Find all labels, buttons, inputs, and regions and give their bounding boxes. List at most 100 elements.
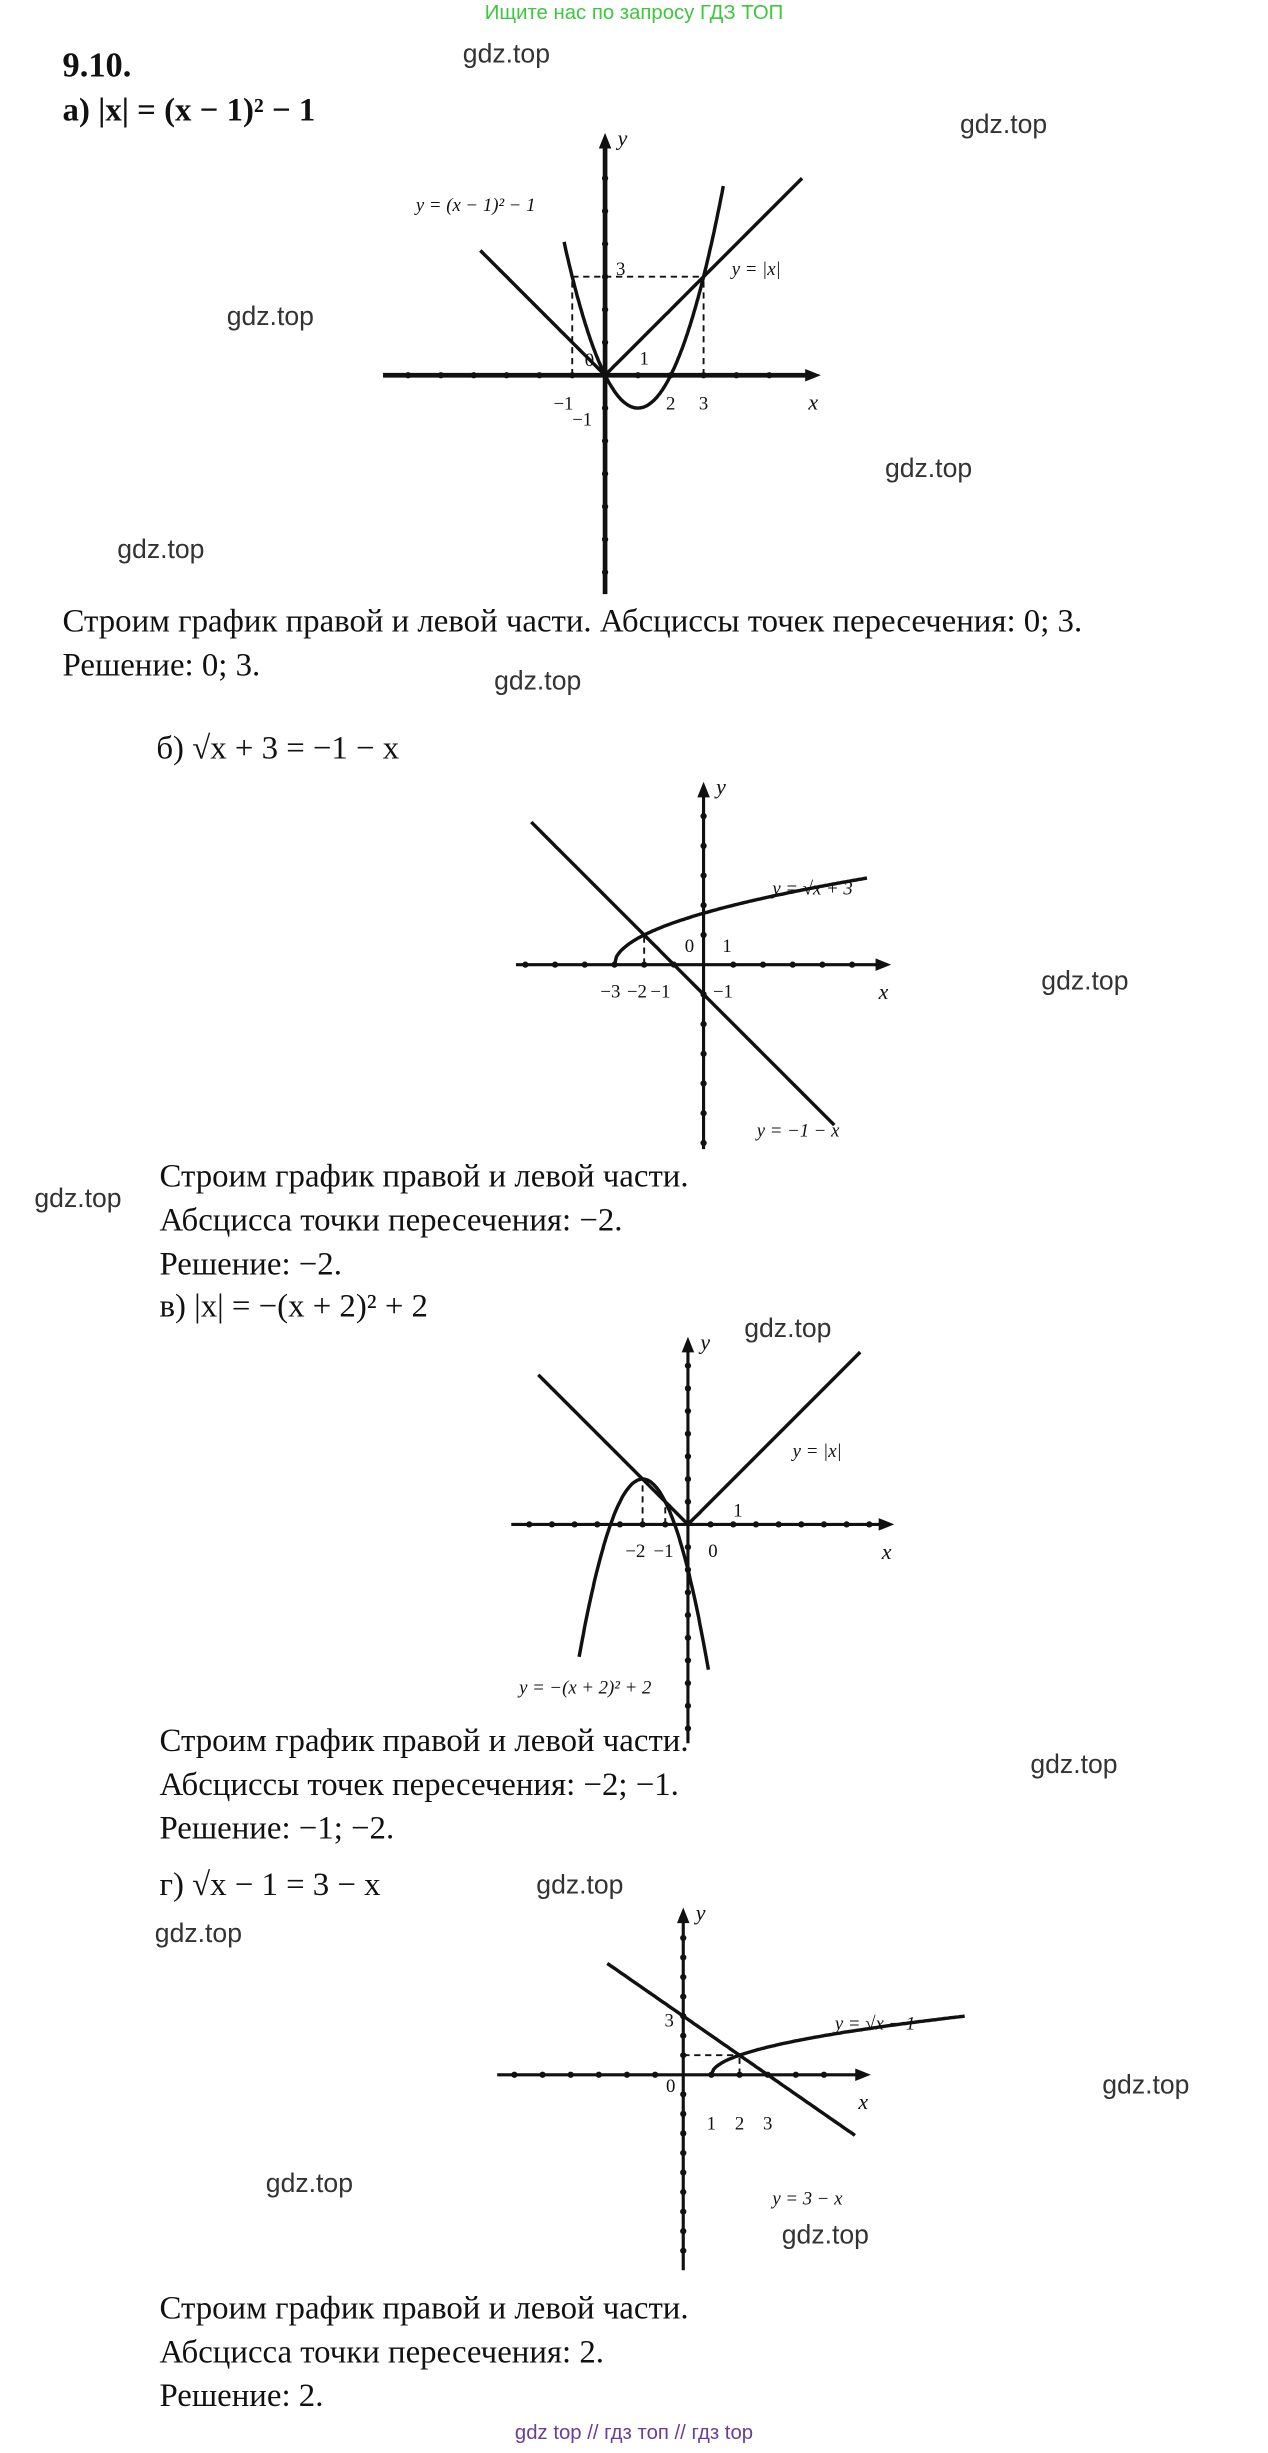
x-tick xyxy=(539,2071,546,2078)
curve-label: y = |x| xyxy=(791,1441,842,1462)
y-tick xyxy=(680,1954,687,1961)
footer-links[interactable]: gdz top // гдз топ // гдз top xyxy=(514,2420,754,2444)
y-tick xyxy=(601,306,609,313)
y-tick xyxy=(684,1407,692,1415)
watermark: gdz.top xyxy=(1041,966,1129,996)
watermark: gdz.top xyxy=(1030,1749,1118,1780)
tick-label: −3 xyxy=(600,982,620,1003)
y-tick xyxy=(601,437,609,445)
y-tick xyxy=(680,2227,687,2235)
watermark: gdz.top xyxy=(462,39,550,69)
tick-label: −1 xyxy=(572,409,592,430)
y-tick xyxy=(684,1702,692,1709)
x-tick xyxy=(789,961,796,968)
equation-d: г) √x − 1 = 3 − x xyxy=(159,1865,381,1903)
y-tick xyxy=(684,1679,692,1687)
curve-label: y = √x − 1 xyxy=(833,2013,915,2034)
y-tick xyxy=(684,1362,692,1369)
y-tick xyxy=(684,1430,692,1437)
x-tick xyxy=(616,1521,624,1528)
curve-1 xyxy=(709,2014,965,2076)
tick-label: −2 xyxy=(627,982,647,1003)
y-axis-label: y xyxy=(616,126,628,150)
y-tick xyxy=(684,1611,692,1619)
text-d-2: Абсцисса точки пересечения: 2. xyxy=(159,2332,604,2371)
y-tick xyxy=(680,2130,687,2137)
x-tick xyxy=(634,372,642,379)
x-tick xyxy=(843,1521,850,1528)
problem-number: 9.10. xyxy=(62,45,132,85)
x-tick xyxy=(775,1521,782,1528)
curve-1 xyxy=(612,876,868,966)
text-c-3: Решение: −1; −2. xyxy=(159,1808,395,1847)
y-tick xyxy=(700,1080,707,1087)
y-tick xyxy=(601,569,609,576)
tick-label: 1 xyxy=(733,1501,742,1522)
tick-label: −1 xyxy=(713,982,733,1003)
text-a-1: Строим график правой и левой части. Абсц… xyxy=(62,601,1083,640)
x-axis-arrow-icon xyxy=(805,368,821,382)
x-tick xyxy=(522,961,529,968)
y-tick xyxy=(684,1634,692,1641)
y-tick xyxy=(680,2091,687,2098)
curve-label: y = √x + 3 xyxy=(770,878,852,899)
x-tick xyxy=(594,1521,601,1528)
x-tick xyxy=(730,1521,737,1528)
y-axis-arrow-icon xyxy=(676,1907,690,1924)
x-tick xyxy=(759,961,767,968)
y-tick xyxy=(680,2052,687,2059)
tick-label: −2 xyxy=(625,1541,645,1562)
x-tick xyxy=(798,1521,805,1528)
tick-label: 1 xyxy=(639,348,648,369)
x-axis-label: x xyxy=(878,980,889,1004)
y-tick xyxy=(601,404,609,412)
x-tick xyxy=(595,2071,602,2078)
curve-label: y = −1 − x xyxy=(755,1121,840,1142)
x-tick xyxy=(820,1521,828,1528)
y-tick xyxy=(680,2169,687,2176)
x-tick xyxy=(551,961,559,968)
tick-label: 3 xyxy=(763,2113,772,2134)
text-c-2: Абсциссы точек пересечения: −2; −1. xyxy=(159,1765,679,1803)
y-tick xyxy=(601,207,609,215)
y-tick xyxy=(601,470,609,477)
text-b-2: Абсцисса точки пересечения: −2. xyxy=(159,1200,623,1239)
search-hint-banner[interactable]: Ищите нас по запросу ГДЗ ТОП xyxy=(484,0,784,24)
x-tick xyxy=(503,372,510,379)
curve-1 xyxy=(479,177,804,376)
x-tick xyxy=(567,2071,574,2078)
x-tick xyxy=(437,372,445,379)
x-axis-label: x xyxy=(881,1540,892,1564)
y-tick xyxy=(700,842,707,849)
y-tick xyxy=(601,503,609,510)
y-tick xyxy=(601,536,609,543)
y-tick xyxy=(680,2110,687,2117)
tick-label: −1 xyxy=(650,982,670,1003)
y-tick xyxy=(700,1020,707,1028)
y-tick xyxy=(684,1589,692,1596)
watermark: gdz.top xyxy=(265,2168,353,2199)
curve-0 xyxy=(562,185,725,410)
text-b-3: Решение: −2. xyxy=(159,1244,342,1283)
equation-a: а) |x| = (x − 1)² − 1 xyxy=(62,90,316,129)
curve-1 xyxy=(577,1477,711,1670)
text-c-1: Строим график правой и левой части. xyxy=(159,1721,689,1759)
y-tick xyxy=(601,175,609,182)
y-tick xyxy=(680,2188,687,2196)
x-tick xyxy=(819,961,826,968)
curve-label: y = 3 − x xyxy=(770,2189,843,2210)
y-tick xyxy=(680,2247,687,2254)
watermark: gdz.top xyxy=(959,109,1048,140)
watermark: gdz.top xyxy=(884,453,973,484)
curve-label: y = (x − 1)² − 1 xyxy=(414,195,536,216)
x-tick xyxy=(848,961,856,968)
y-tick xyxy=(700,902,707,909)
tick-label: 3 xyxy=(699,394,708,415)
tick-label: 0 xyxy=(585,350,594,371)
text-d-1: Строим график правой и левой части. xyxy=(159,2288,689,2327)
